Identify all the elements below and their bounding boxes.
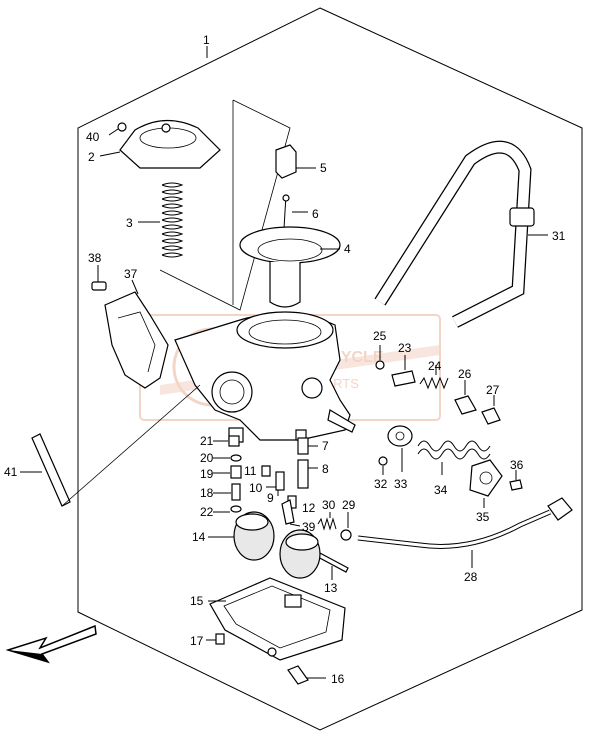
callout-12: 12 <box>302 501 316 515</box>
callout-40: 40 <box>86 130 100 144</box>
callout-26: 26 <box>458 367 472 381</box>
callout-32: 32 <box>374 477 388 491</box>
part-screw-38 <box>91 265 107 291</box>
part-screw-16 <box>287 665 326 685</box>
callout-5: 5 <box>320 161 327 175</box>
callout-35: 35 <box>476 510 490 524</box>
callout-4: 4 <box>344 242 351 256</box>
part-spring-24 <box>419 365 449 390</box>
part-float-bowl-15 <box>208 577 346 661</box>
callout-28: 28 <box>464 570 478 584</box>
part-washer-29 <box>340 512 352 541</box>
callout-15: 15 <box>190 594 204 608</box>
callout-38: 38 <box>88 251 102 265</box>
callout-33: 33 <box>394 477 408 491</box>
part-o-ring-25 <box>375 345 385 370</box>
callout-8: 8 <box>322 462 329 476</box>
callout-2: 2 <box>88 150 95 164</box>
part-cable-28 <box>357 497 573 568</box>
callout-27: 27 <box>486 383 500 397</box>
part-jet-21 <box>213 435 240 447</box>
part-lever-35 <box>469 459 503 508</box>
part-spring-34 <box>417 440 491 475</box>
part-spring-39 <box>281 499 301 527</box>
callout-24: 24 <box>428 359 442 373</box>
callout-39: 39 <box>302 520 316 534</box>
part-float-14 <box>208 511 321 579</box>
assembly-boundary <box>77 7 583 731</box>
callout-11: 11 <box>244 464 257 478</box>
callout-37: 37 <box>124 267 138 281</box>
part-spring-30 <box>317 512 337 531</box>
callout-10: 10 <box>249 481 263 495</box>
callout-41: 41 <box>4 465 18 479</box>
callout-25: 25 <box>373 329 387 343</box>
callout-3: 3 <box>126 216 133 230</box>
callout-7: 7 <box>322 439 329 453</box>
callout-18: 18 <box>200 486 214 500</box>
part-screw-40 <box>108 122 127 136</box>
callout-21: 21 <box>200 434 214 448</box>
part-hose-31 <box>374 140 548 328</box>
part-screw-10 <box>266 471 285 491</box>
callout-14: 14 <box>192 530 206 544</box>
part-jet-8 <box>297 459 318 489</box>
part-nut-27 <box>481 395 501 425</box>
part-screw-17 <box>206 633 225 645</box>
callout-36: 36 <box>510 458 524 472</box>
part-o-ring-20 <box>213 454 242 462</box>
carburetor-body <box>174 311 356 443</box>
part-screw-11 <box>261 465 271 477</box>
part-piston-diaphragm-4 <box>239 226 341 308</box>
part-needle-jet-7 <box>297 437 318 455</box>
callout-30: 30 <box>322 498 336 512</box>
callout-23: 23 <box>398 341 412 355</box>
part-cover-37 <box>104 279 169 389</box>
part-spring-3 <box>138 182 184 258</box>
callout-19: 19 <box>200 467 214 481</box>
callout-1: 1 <box>203 33 210 47</box>
part-top-cap-2 <box>99 119 221 169</box>
part-plunger-33 <box>387 425 413 472</box>
part-needle-holder-5 <box>275 144 316 179</box>
part-jet-18 <box>213 483 241 501</box>
part-o-ring-32 <box>378 456 388 475</box>
part-float-pin-13 <box>315 551 349 580</box>
callout-29: 29 <box>342 498 356 512</box>
front-direction-arrow-icon <box>5 624 97 664</box>
part-screw-23 <box>391 355 416 387</box>
callout-13: 13 <box>324 581 338 595</box>
callout-9: 9 <box>267 491 274 505</box>
callout-20: 20 <box>200 451 214 465</box>
callout-22: 22 <box>200 505 214 519</box>
part-washer-26 <box>454 380 477 415</box>
callout-6: 6 <box>312 207 319 221</box>
callout-16: 16 <box>331 672 345 686</box>
callout-labels: 1 2 3 4 5 6 7 8 9 10 11 12 13 14 15 16 1… <box>4 33 566 686</box>
part-washer-22 <box>213 505 242 513</box>
callout-34: 34 <box>434 483 448 497</box>
callout-17: 17 <box>190 634 204 648</box>
part-jet-19 <box>213 465 242 479</box>
subassembly-boundary <box>159 99 291 311</box>
callout-31: 31 <box>552 229 566 243</box>
part-screw-36 <box>509 470 523 491</box>
part-tube-41 <box>20 384 201 507</box>
